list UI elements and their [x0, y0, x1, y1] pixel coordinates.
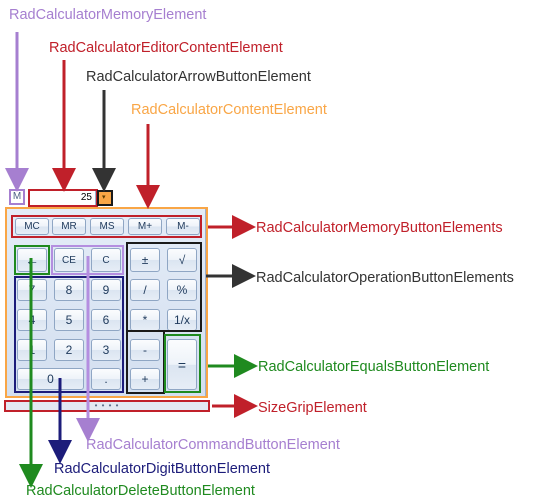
memory-button-elements-label: RadCalculatorMemoryButtonElements — [256, 220, 503, 236]
operation-button-elements-label: RadCalculatorOperationButtonElements — [256, 270, 514, 286]
divide-button[interactable]: / — [130, 279, 160, 301]
memory-clear-button[interactable]: MC — [15, 218, 49, 235]
editor-content-element-label: RadCalculatorEditorContentElement — [49, 40, 283, 56]
delete-button-highlight — [14, 245, 50, 275]
arrow-button-element-label: RadCalculatorArrowButtonElement — [86, 69, 311, 85]
operation-buttons-highlight-lower — [126, 331, 165, 394]
command-buttons-highlight — [51, 245, 124, 275]
operation-buttons-highlight — [126, 242, 202, 332]
content-highlight — [5, 207, 208, 398]
size-grip-element-label: SizeGripElement — [258, 400, 367, 416]
memory-buttons-highlight — [11, 215, 202, 238]
decimal-button[interactable]: . — [91, 368, 121, 390]
add-button[interactable]: + — [130, 368, 160, 390]
digit-5-button[interactable]: 5 — [54, 309, 84, 331]
equals-button-element-label: RadCalculatorEqualsButtonElement — [258, 359, 490, 375]
size-grip[interactable]: • • • • — [4, 400, 210, 412]
sqrt-button[interactable]: √ — [167, 248, 197, 272]
content-element-label: RadCalculatorContentElement — [131, 102, 327, 118]
digit-0-button[interactable]: 0 — [17, 368, 84, 390]
editor-highlight — [28, 189, 98, 207]
memory-store-button[interactable]: MS — [90, 218, 124, 235]
clear-entry-button[interactable]: CE — [54, 248, 84, 272]
memory-add-button[interactable]: M+ — [128, 218, 162, 235]
digit-buttons-highlight — [14, 276, 124, 393]
digit-3-button[interactable]: 3 — [91, 339, 121, 361]
negate-button[interactable]: ± — [130, 248, 160, 272]
subtract-button[interactable]: - — [130, 339, 160, 361]
delete-button-element-label: RadCalculatorDeleteButtonElement — [26, 483, 255, 499]
digit-2-button[interactable]: 2 — [54, 339, 84, 361]
digit-button-element-label: RadCalculatorDigitButtonElement — [54, 461, 270, 477]
equals-button-highlight — [164, 334, 201, 393]
memory-subtract-button[interactable]: M- — [166, 218, 200, 235]
memory-element-label: RadCalculatorMemoryElement — [9, 7, 207, 23]
chevron-down-icon: ▾ — [102, 194, 106, 201]
percent-button[interactable]: % — [167, 279, 197, 301]
digit-9-button[interactable]: 9 — [91, 279, 121, 301]
digit-8-button[interactable]: 8 — [54, 279, 84, 301]
digit-6-button[interactable]: 6 — [91, 309, 121, 331]
reciprocal-button[interactable]: 1/x — [167, 309, 197, 331]
command-button-element-label: RadCalculatorCommandButtonElement — [86, 437, 340, 453]
equals-button[interactable]: = — [167, 339, 197, 390]
clear-button[interactable]: C — [91, 248, 121, 272]
memory-recall-button[interactable]: MR — [52, 218, 86, 235]
memory-indicator: M — [9, 189, 25, 205]
dropdown-arrow-button[interactable]: ▾ — [97, 190, 113, 206]
